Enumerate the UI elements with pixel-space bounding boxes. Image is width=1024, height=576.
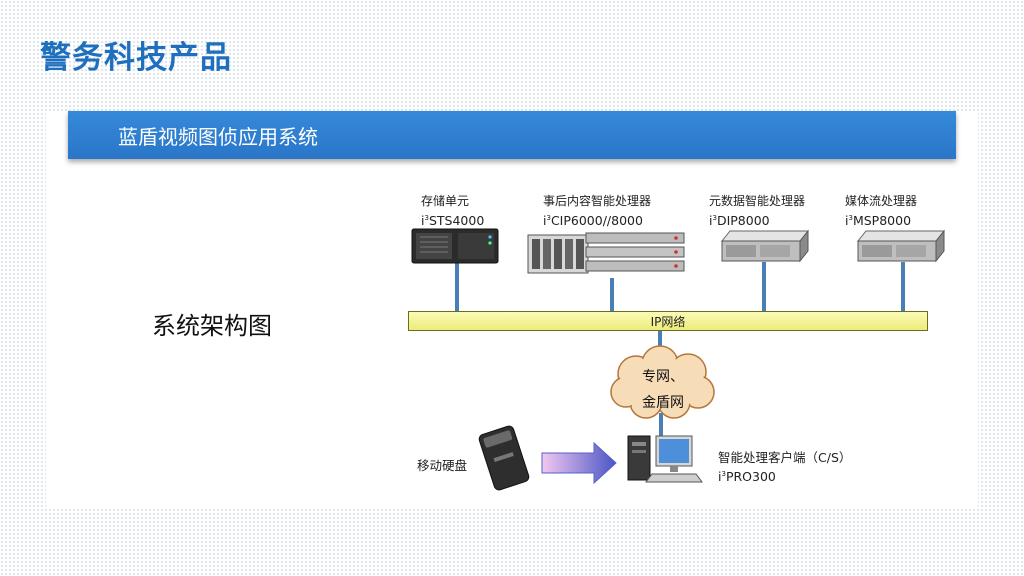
cloud-icon [610,345,715,419]
connector-dip [762,262,766,312]
connector-storage [455,258,459,312]
device-model-cip: i3CIP6000//8000 [543,213,643,228]
device-name-dip: 元数据智能处理器 [709,194,806,208]
device-model-storage: i3STS4000 [421,213,485,228]
banner-title: 蓝盾视频图侦应用系统 [118,125,318,149]
connector-cip [610,278,614,312]
architecture-label: 系统架构图 [152,312,272,340]
device-model-dip: i3DIP8000 [709,213,770,228]
device-model-msp: i3MSP8000 [845,213,912,228]
device-name-storage: 存储单元 [421,194,470,208]
ip-network-bus: IP网络 [408,311,928,331]
cloud-label-line1: 专网、 [642,369,684,385]
section-banner: 蓝盾视频图侦应用系统 [68,111,956,159]
disk-label: 移动硬盘 [417,458,468,473]
page-title: 警务科技产品 [40,40,232,76]
storage-server-icon [411,228,499,264]
device-name-msp: 媒体流处理器 [845,194,918,208]
msp-server-icon [856,229,946,263]
portable-disk-icon [478,425,530,491]
client-model: i3PRO300 [718,469,776,484]
cloud-label: 专网、 金盾网 [608,348,718,418]
connector-msp [901,262,905,312]
connector-cloud-client [659,413,663,437]
device-name-cip: 事后内容智能处理器 [543,194,652,208]
cloud-label-line2: 金盾网 [642,395,684,411]
client-pc-icon [627,435,703,483]
transfer-arrow-icon [541,441,617,485]
dip-server-icon [720,229,810,263]
connector-bus-cloud [658,330,662,352]
cip-server-cluster-icon [527,232,685,274]
client-label: 智能处理客户端（C/S） [718,450,852,465]
ip-network-label: IP网络 [650,315,686,329]
